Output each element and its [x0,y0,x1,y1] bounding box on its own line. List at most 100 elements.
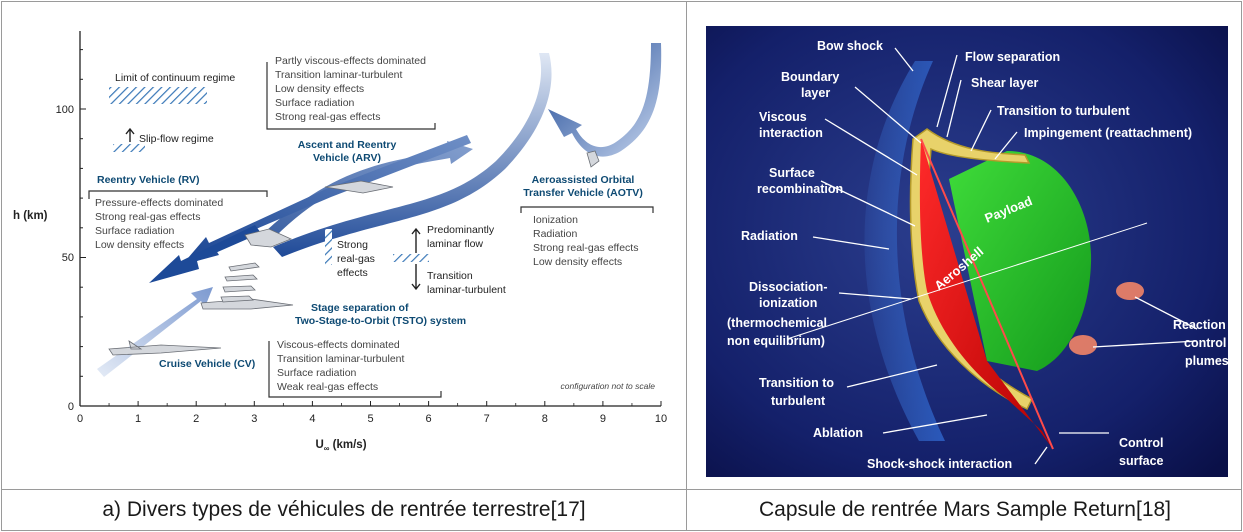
x-tick-label: 8 [542,413,548,425]
top-effects-box: Partly viscous-effects dominated Transit… [275,55,426,123]
x-tick-label: 4 [309,413,315,425]
rv-box-line: Strong real-gas effects [95,211,200,223]
aeroshell-shape [919,139,1053,449]
aotv-title-line: Transfer Vehicle (AOTV) [523,187,643,199]
rv-box-bracket [88,190,268,199]
payload-shape [949,151,1092,371]
plume-icon [1116,282,1144,300]
arv-ascent-arrow [266,141,473,237]
reaction-label: Reaction [1173,318,1226,332]
x-tick-label: 0 [77,413,83,425]
aotv-title: Aeroassisted Orbital Transfer Vehicle (A… [523,174,643,199]
flow-line [786,222,1148,340]
strong-gas-line: Strong [337,239,368,251]
laminar-line: laminar flow [427,238,483,250]
rv-vehicle-icon [244,228,293,248]
aotv-box-line: Low density effects [533,256,622,268]
laminar-line: Predominantly [427,224,495,236]
continuum-hatch [109,87,207,104]
transition-line: laminar-turbulent [427,284,506,296]
left-caption: a) Divers types de véhicules de rentrée … [102,498,586,521]
bow-shock-label: Bow shock [817,39,883,53]
cell-right-caption [686,489,1242,531]
dissociation-label: non equilibrium) [727,334,825,348]
viscous-label: interaction [759,126,823,140]
reaction-label: control [1184,336,1226,350]
laminar-label: Predominantly laminar flow [427,224,495,250]
reaction-label: plumes [1185,354,1229,368]
tsto-title: Stage separation of Two-Stage-to-Orbit (… [295,302,466,327]
viscous-label: Viscous [759,110,807,124]
transition-arrow-icon [411,264,421,291]
cv-title: Cruise Vehicle (CV) [159,358,255,370]
x-axis-unit: (km/s) [329,439,366,451]
cv-effects-box: Viscous-effects dominated Transition lam… [277,339,404,393]
shock-shock-label: Shock-shock interaction [867,457,1012,471]
transition-hatch [393,254,429,262]
y-tick-label: 100 [56,104,74,116]
slipflow-label: Slip-flow regime [139,133,214,145]
control-surface-label: surface [1119,454,1164,468]
dissociation-label: (thermochemical [727,316,827,330]
reaction-plumes [1069,282,1144,355]
strong-gas-line: effects [337,267,368,279]
tsto-title-line: Two-Stage-to-Orbit (TSTO) system [295,315,466,327]
chart-annotations: Limit of continuum regime Slip-flow regi… [95,55,655,393]
aotv-box-line: Strong real-gas effects [533,242,638,254]
capsule-illustration: Bow shock Flow separation Boundary layer… [706,26,1229,477]
x-tick-label: 7 [484,413,490,425]
x-axis-symbol: U [315,439,323,451]
x-tick-label: 10 [655,413,667,425]
x-tick-label: 1 [135,413,141,425]
rv-descent-arrow [149,225,261,283]
ablation-label: Ablation [813,426,863,440]
right-caption: Capsule de rentrée Mars Sample Return[18… [758,498,1172,521]
cv-aircraft-icon [108,340,222,356]
top-box-line: Partly viscous-effects dominated [275,55,426,67]
arv-vehicle-icon [324,180,394,194]
arv-descent-arrow [182,135,471,265]
top-box-bracket [266,62,436,130]
rv-effects-box: Pressure-effects dominated Strong real-g… [95,197,223,251]
x-tick-label: 9 [600,413,606,425]
transition-top-label: Transition to turbulent [997,104,1130,118]
strong-gas-label: Strong real-gas effects [337,239,375,279]
slipflow-hatch [113,144,145,152]
control-surface-label: Control [1119,436,1163,450]
transition-label: Transition laminar-turbulent [427,270,506,296]
surface-recomb-label: recombination [757,182,843,196]
transition-bottom-label: turbulent [771,394,826,408]
tsto-stack-icon [220,262,260,303]
scale-note: configuration not to scale [560,381,655,391]
transition-bottom-label: Transition to [759,376,834,390]
rv-box-line: Low density effects [95,239,184,251]
transition-line: Transition [427,270,473,282]
cv-box-line: Viscous-effects dominated [277,339,400,351]
x-axis-subscript: ∞ [324,444,330,453]
x-tick-label: 5 [367,413,373,425]
vehicle-silhouettes [108,150,600,356]
y-tick-label: 50 [62,252,74,264]
rv-box-line: Pressure-effects dominated [95,197,223,209]
flow-separation-label: Flow separation [965,50,1060,64]
arv-title: Ascent and Reentry Vehicle (ARV) [298,139,397,164]
top-box-line: Transition laminar-turbulent [275,69,402,81]
aotv-title-line: Aeroassisted Orbital [532,174,635,186]
aotv-effects-box: Ionization Radiation Strong real-gas eff… [533,214,638,268]
boundary-layer-label: layer [801,86,830,100]
strong-gas-hatch [325,229,332,265]
aotv-vehicle-icon [586,150,600,168]
top-box-line: Surface radiation [275,97,355,109]
rv-title: Reentry Vehicle (RV) [97,174,200,186]
slipflow-arrow-icon [125,127,135,142]
x-tick-label: 2 [193,413,199,425]
bracket-lines [88,62,654,398]
aotv-trajectory [548,43,662,157]
aotv-box-line: Radiation [533,228,578,240]
dissociation-label: Dissociation- [749,280,828,294]
rv-box-line: Surface radiation [95,225,175,237]
aeroshell-edge [920,138,1054,450]
